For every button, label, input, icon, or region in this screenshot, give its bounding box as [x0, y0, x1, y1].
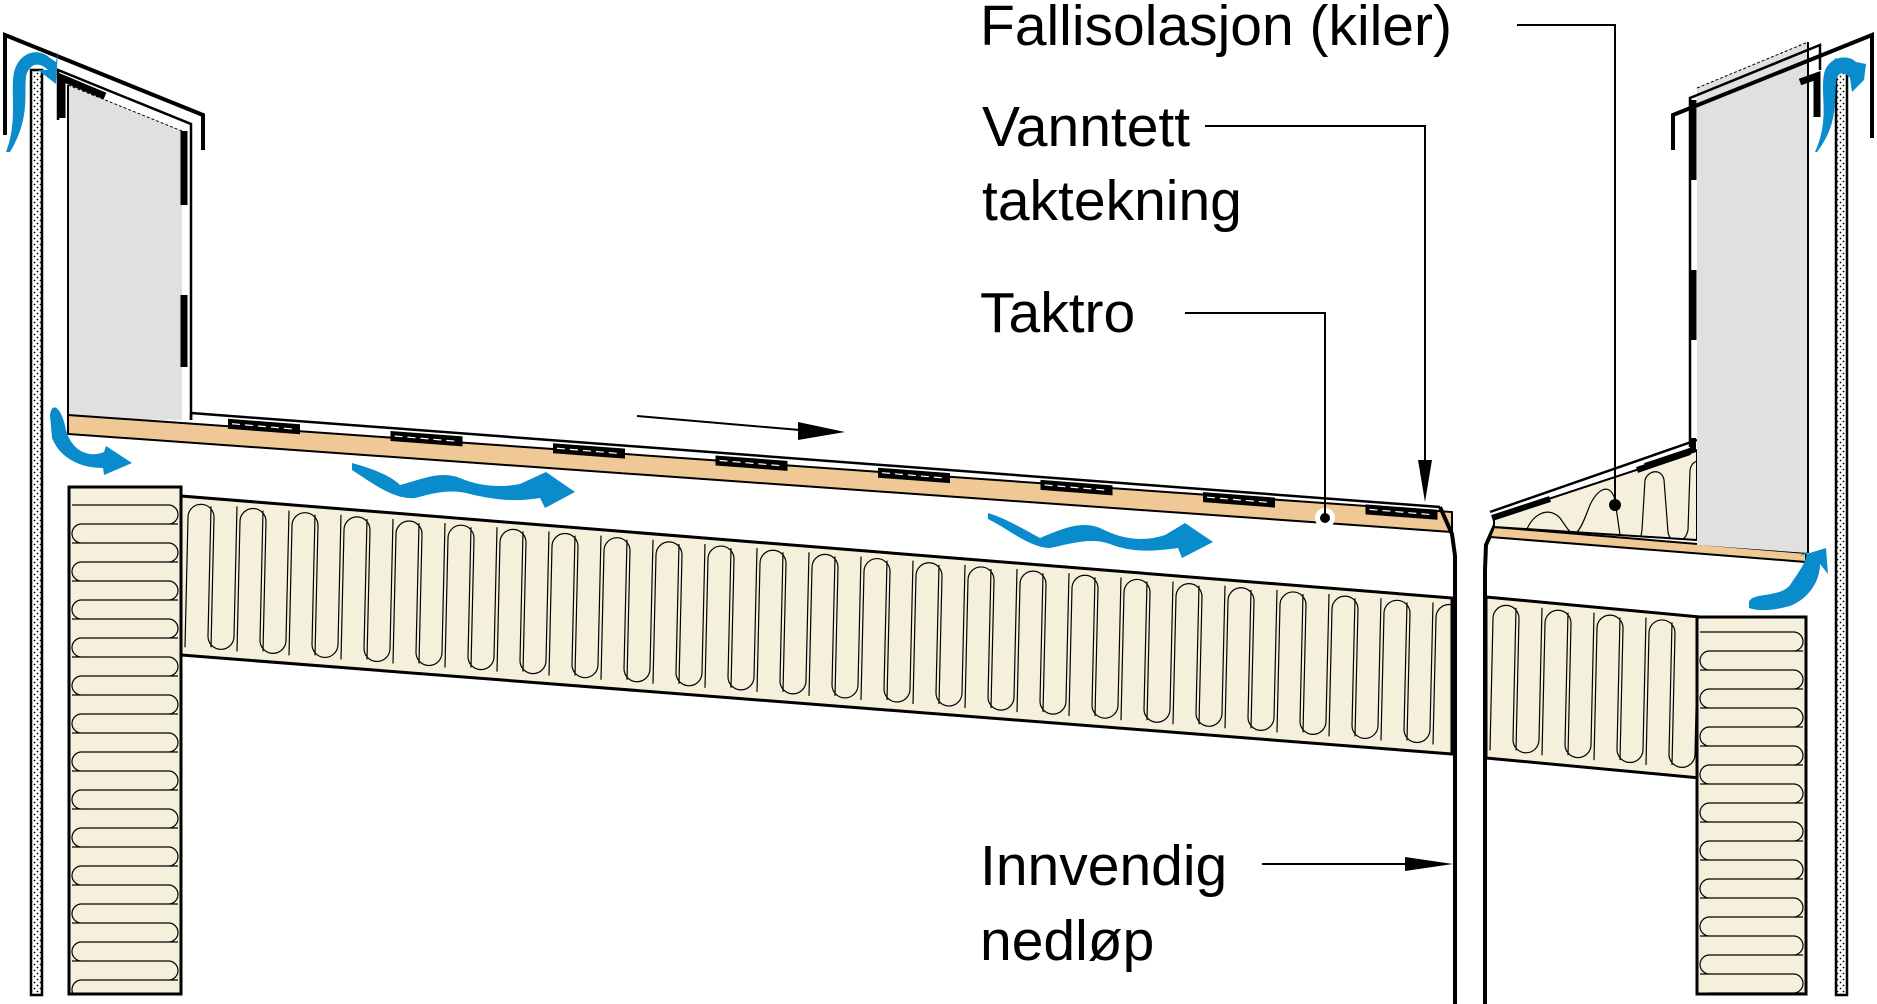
- airflow-arrow-lower-left: [50, 407, 132, 475]
- label-fallisolasjon: Fallisolasjon (kiler): [980, 0, 1452, 58]
- label-vanntett-line2: taktekning: [982, 169, 1242, 233]
- tapered-insulation-pattern: [1524, 460, 1697, 540]
- slope-arrow: [636, 415, 845, 440]
- main-insulation: [179, 494, 1454, 756]
- membrane-seams: [228, 418, 1438, 520]
- right-cladding: [1834, 58, 1849, 997]
- left-cladding: [29, 68, 44, 997]
- label-innvendig-line2: nedløp: [980, 909, 1154, 973]
- airflow-arrow-wavy-1: [352, 463, 575, 508]
- label-vanntett-line1: Vanntett: [982, 95, 1190, 159]
- airflow-arrow-lower-right: [1749, 548, 1828, 611]
- label-innvendig-line1: Innvendig: [980, 834, 1227, 898]
- right-wall-insulation: [1695, 615, 1808, 996]
- airflow-arrows: [6, 50, 1866, 611]
- leader-vanntett: [1205, 125, 1426, 460]
- airflow-arrow-top-left: [6, 50, 58, 152]
- leader-taktro: [1185, 312, 1326, 518]
- right-cap-flashing: [1671, 32, 1874, 150]
- airflow-arrow-wavy-2: [988, 513, 1213, 558]
- airflow-arrow-top-right: [1815, 57, 1866, 152]
- left-cap-flashing: [3, 32, 205, 150]
- leader-fallisolasjon: [1517, 24, 1616, 450]
- roof-membrane: [190, 411, 1441, 509]
- left-wall-insulation: [67, 485, 183, 996]
- label-taktro: Taktro: [980, 281, 1135, 345]
- leader-vanntett-arrowhead: [1418, 460, 1432, 502]
- left-inner-flashing: [56, 68, 193, 420]
- right-parapet-block: [1697, 42, 1808, 553]
- leader-innvendig-arrowhead: [1405, 857, 1453, 871]
- left-parapet-block: [68, 85, 182, 420]
- main-insulation-pattern: [184, 503, 1452, 745]
